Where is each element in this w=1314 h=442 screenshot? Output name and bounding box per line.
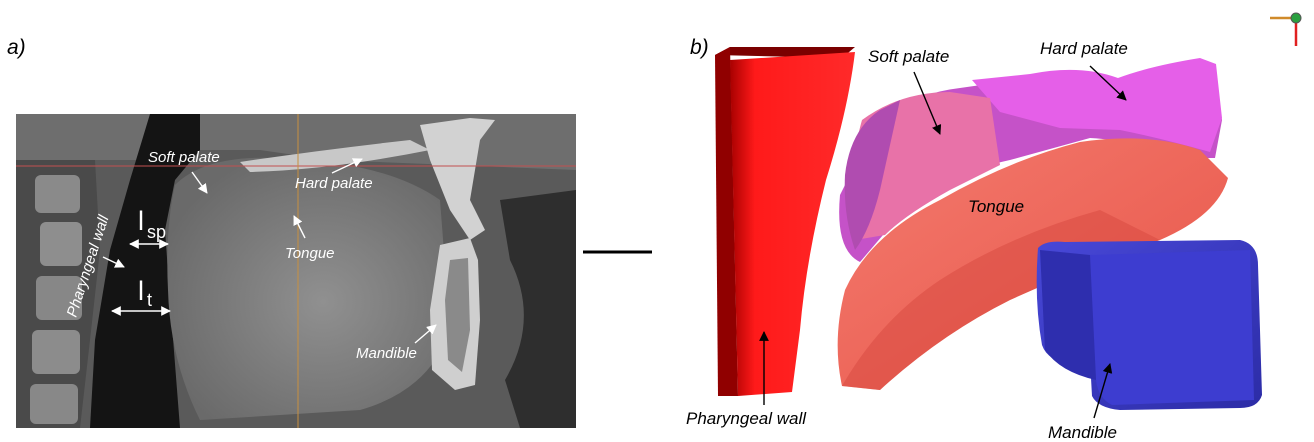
model-mandible (1037, 240, 1262, 410)
model-label-pharyngeal-wall: Pharyngeal wall (686, 409, 807, 428)
model-label-soft-palate: Soft palate (868, 47, 949, 66)
ct-label-tongue: Tongue (285, 245, 335, 262)
model-pharyngeal-wall (715, 47, 855, 396)
measure-lt-sub: t (147, 290, 152, 310)
ct-label-soft-palate: Soft palate (148, 149, 220, 166)
measure-lsp-main: l (138, 206, 144, 236)
model-label-hard-palate: Hard palate (1040, 39, 1128, 58)
model-label-tongue: Tongue (968, 197, 1024, 216)
measure-lsp-sub: sp (147, 222, 166, 242)
measure-lt-main: l (138, 276, 144, 306)
orientation-axes-icon (1270, 13, 1301, 46)
ct-label-mandible: Mandible (356, 345, 417, 362)
model-label-mandible: Mandible (1048, 423, 1117, 442)
ct-scan-image (16, 114, 576, 428)
ct-label-hard-palate: Hard palate (295, 175, 373, 192)
